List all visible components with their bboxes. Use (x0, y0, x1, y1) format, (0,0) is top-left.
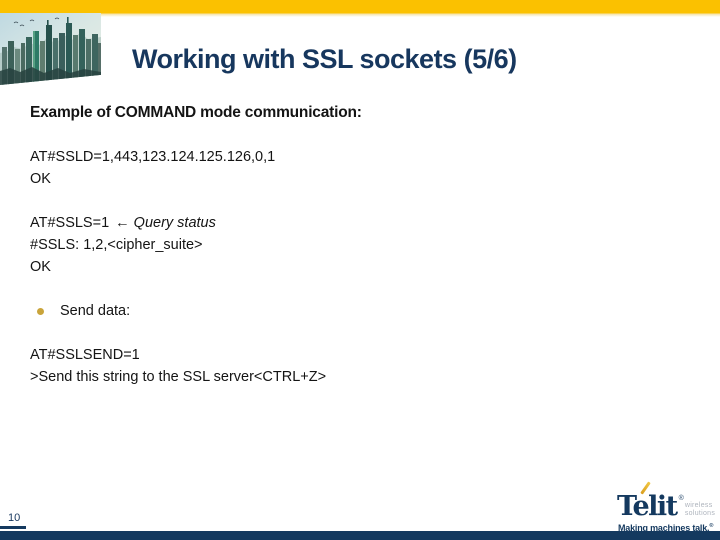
logo-tagline-line1: wireless (684, 502, 713, 509)
code-line: AT#SSLD=1,443,123.124.125.126,0,1 (30, 149, 276, 165)
logo-brand-row: Telit ® wireless solutions (617, 493, 715, 521)
logo-tagline-line2: solutions (684, 509, 716, 517)
bullet-icon (37, 307, 44, 315)
telit-logo: Telit ® wireless solutions Making machin… (617, 481, 717, 533)
header-accent-band (0, 0, 720, 17)
spacer (30, 278, 650, 300)
slide-title: Working with SSL sockets (5/6) (132, 44, 517, 74)
city-skyline-image (0, 13, 101, 85)
logo-tagline: wireless solutions (685, 502, 715, 517)
page-number: 10 (8, 512, 21, 524)
logo-slogan: Making machines talk.® (618, 523, 713, 533)
registered-trademark-icon: ® (678, 495, 684, 502)
bullet-label: Send data: (60, 303, 131, 319)
footer-bar (0, 531, 720, 540)
spacer (30, 124, 650, 146)
spacer (30, 322, 650, 344)
code-line: OK (30, 171, 51, 187)
bullet-item: Send data: (30, 300, 650, 322)
logo-brand-text: Telit (617, 491, 678, 522)
page-number-underline (0, 526, 26, 529)
slogan-registered-icon: ® (709, 523, 714, 529)
code-line: >Send this string to the SSL server<CTRL… (30, 369, 327, 385)
code-line: #SSLS: 1,2,<cipher_suite> (30, 237, 203, 253)
body-heading: Example of COMMAND mode communication: (30, 104, 362, 121)
code-line: AT#SSLSEND=1 (30, 347, 140, 363)
query-annotation: ← Query status (115, 215, 216, 231)
code-line-with-annotation: AT#SSLS=1 ← Query status (30, 212, 650, 234)
slide-body: Example of COMMAND mode communication: A… (30, 102, 650, 388)
query-command: AT#SSLS=1 (30, 215, 110, 231)
spacer (30, 190, 650, 212)
code-line: OK (30, 259, 51, 275)
logo-slogan-text: Making machines talk. (618, 523, 710, 533)
